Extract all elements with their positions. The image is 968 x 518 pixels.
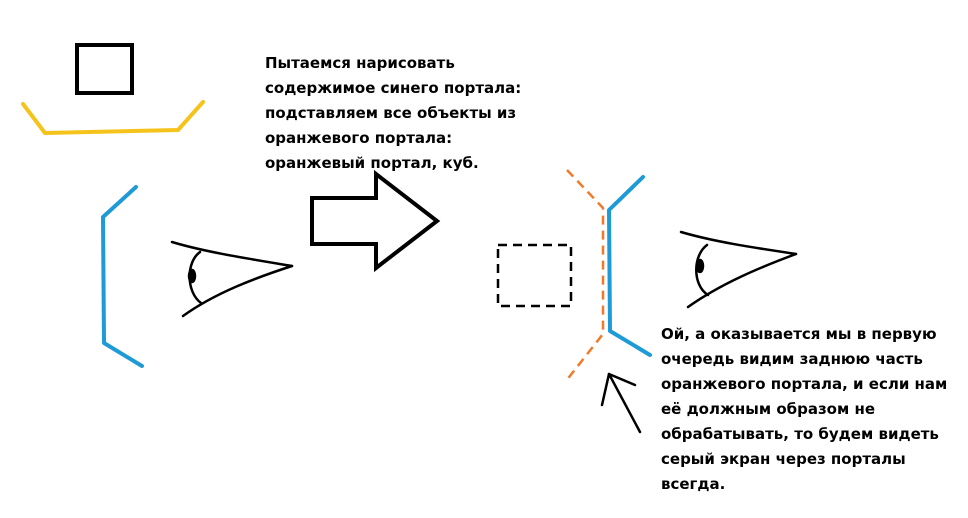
annotation-top-line: подставляем все объекты из — [265, 104, 517, 122]
annotation-bottom-line: Ой, а оказывается мы в первую — [661, 325, 937, 343]
transition-arrow — [310, 169, 441, 273]
right-scene — [496, 169, 798, 434]
annotation-bottom-line: очередь видим заднюю часть — [661, 350, 923, 368]
annotation-bottom-line: всегда. — [661, 475, 726, 493]
yellow-portal — [21, 100, 205, 135]
annotation-bottom-line: оранжевого портала, и если нам — [661, 375, 948, 393]
orange-portal-dashed — [565, 169, 605, 382]
annotation-bottom: Ой, а оказывается мы в первую очередь ви… — [661, 322, 947, 497]
annotation-top: Пытаемся нарисовать содержимое синего по… — [265, 51, 521, 176]
annotation-top-line: оранжевого портала: — [265, 129, 453, 147]
cube-solid — [75, 43, 134, 95]
blue-portal-left — [101, 185, 144, 368]
annotation-top-line: содержимое синего портала: — [265, 79, 522, 97]
annotation-top-line: оранжевый портал, куб. — [265, 154, 479, 172]
eye-left-icon — [170, 240, 294, 318]
eye-right-icon — [679, 230, 798, 309]
blue-portal-right — [607, 175, 652, 357]
annotation-top-line: Пытаемся нарисовать — [265, 54, 455, 72]
left-scene — [21, 43, 294, 368]
pointer-arrow-icon — [600, 372, 642, 434]
cube-dashed — [496, 243, 573, 308]
annotation-bottom-line: серый экран через порталы — [661, 450, 906, 468]
annotation-bottom-line: обрабатывать, то будем видеть — [661, 425, 939, 443]
annotation-bottom-line: её должным образом не — [661, 400, 875, 418]
